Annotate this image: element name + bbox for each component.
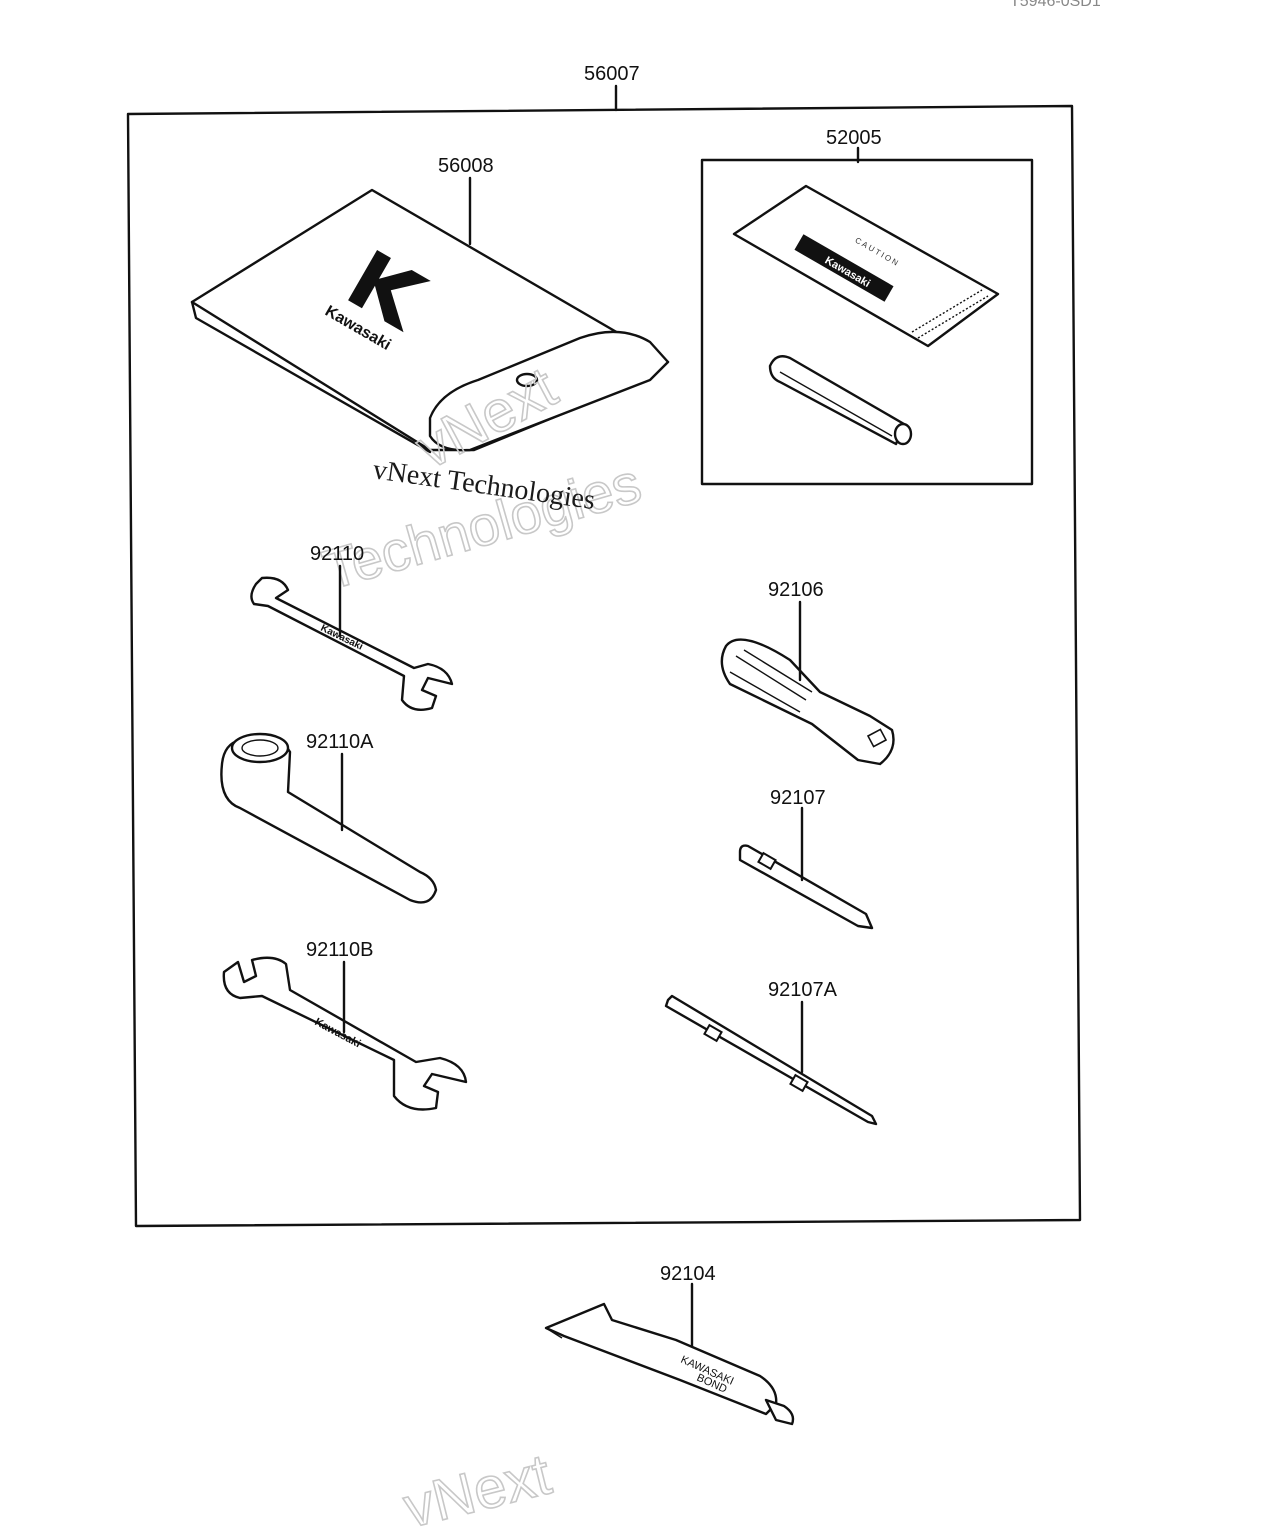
label-56008: 56008	[438, 155, 494, 177]
label-92110a: 92110A	[306, 731, 374, 753]
bond-tube-body	[544, 1302, 778, 1416]
manual-box	[700, 158, 1034, 486]
screwdriver-92107a-body	[664, 994, 878, 1126]
cable-tool	[768, 355, 913, 446]
bag-flap	[428, 330, 670, 452]
svg-text:Kawasaki: Kawasaki	[319, 623, 365, 653]
label-92107: 92107	[770, 787, 826, 809]
screwdriver-92107: 92107	[738, 787, 874, 930]
header-code: T5946-0SD1	[1010, 0, 1101, 10]
label-56007: 56007	[584, 63, 640, 85]
label-92107a: 92107A	[768, 979, 838, 1001]
manual-set: 52005 Kawasaki CAUTION	[700, 127, 1034, 486]
label-92106: 92106	[768, 579, 824, 601]
manual-booklet	[732, 184, 1000, 348]
wrench-92110b: Kawasaki 92110B	[222, 939, 468, 1111]
label-92110: 92110	[310, 543, 364, 565]
label-92104: 92104	[660, 1263, 716, 1285]
screwdriver-92107a: 92107A	[664, 979, 878, 1126]
handle-92106: 92106	[720, 579, 895, 766]
kit-box	[126, 104, 1082, 1228]
wrench-92110b-body	[222, 956, 468, 1111]
wrench-92110a: 92110A	[220, 731, 438, 904]
watermark-vnext-2: vNext	[397, 1442, 557, 1536]
tool-bag: Kawasaki 56008	[190, 155, 670, 454]
wrench-92110-body	[250, 576, 454, 711]
kit-frame: 56007	[126, 63, 1082, 1228]
bond-tube-92104: KAWASAKI BOND 92104	[544, 1263, 795, 1426]
label-52005: 52005	[826, 127, 882, 149]
label-92110b: 92110B	[306, 939, 373, 961]
handle-92106-body	[720, 638, 895, 766]
bag-snap-button	[515, 372, 539, 388]
